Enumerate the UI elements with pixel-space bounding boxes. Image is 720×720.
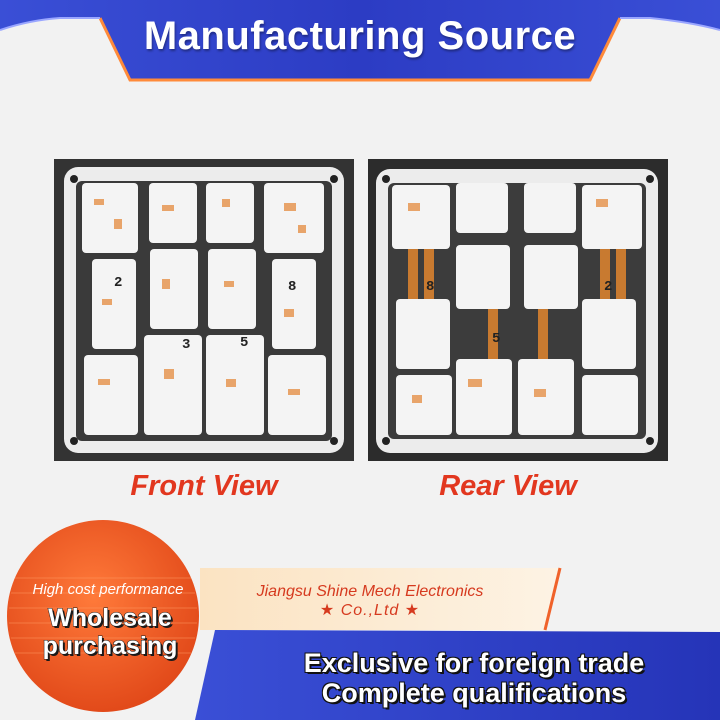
slogan-line1: Exclusive for foreign trade xyxy=(303,648,645,678)
top-banner: Manufacturing Source xyxy=(0,0,720,92)
badge-tagline: High cost performance xyxy=(32,581,184,598)
company-name-line2: ★ Co.,Ltd ★ xyxy=(319,602,421,619)
rear-view-photo: 8 2 5 xyxy=(368,159,668,461)
slogan-line2: Complete qualifications xyxy=(321,678,627,708)
front-mark-2: 2 xyxy=(114,275,123,291)
rear-mark-5: 5 xyxy=(492,331,501,347)
slogan: Exclusive for foreign trade Complete qua… xyxy=(228,648,720,708)
company-name: Jiangsu Shine Mech Electronics ★ Co.,Ltd… xyxy=(225,582,515,620)
front-view-photo: 2 3 8 5 xyxy=(54,159,354,461)
badge-title-line1: Wholesale xyxy=(48,604,173,633)
company-name-line1: Jiangsu Shine Mech Electronics xyxy=(256,583,484,600)
front-mark-8: 8 xyxy=(288,279,297,295)
badge-title-line2: purchasing xyxy=(42,632,178,661)
rear-mark-8: 8 xyxy=(426,279,435,295)
bottom-banner xyxy=(0,560,720,720)
front-mark-5: 5 xyxy=(240,335,249,351)
rear-mark-2: 2 xyxy=(604,279,613,295)
front-view-label: Front View xyxy=(130,470,278,502)
badge-title: Wholesale purchasing xyxy=(24,604,196,661)
front-mark-3: 3 xyxy=(182,337,191,353)
page-title: Manufacturing Source xyxy=(143,14,577,58)
wholesale-badge xyxy=(5,518,201,714)
rear-view-label: Rear View xyxy=(439,470,577,502)
